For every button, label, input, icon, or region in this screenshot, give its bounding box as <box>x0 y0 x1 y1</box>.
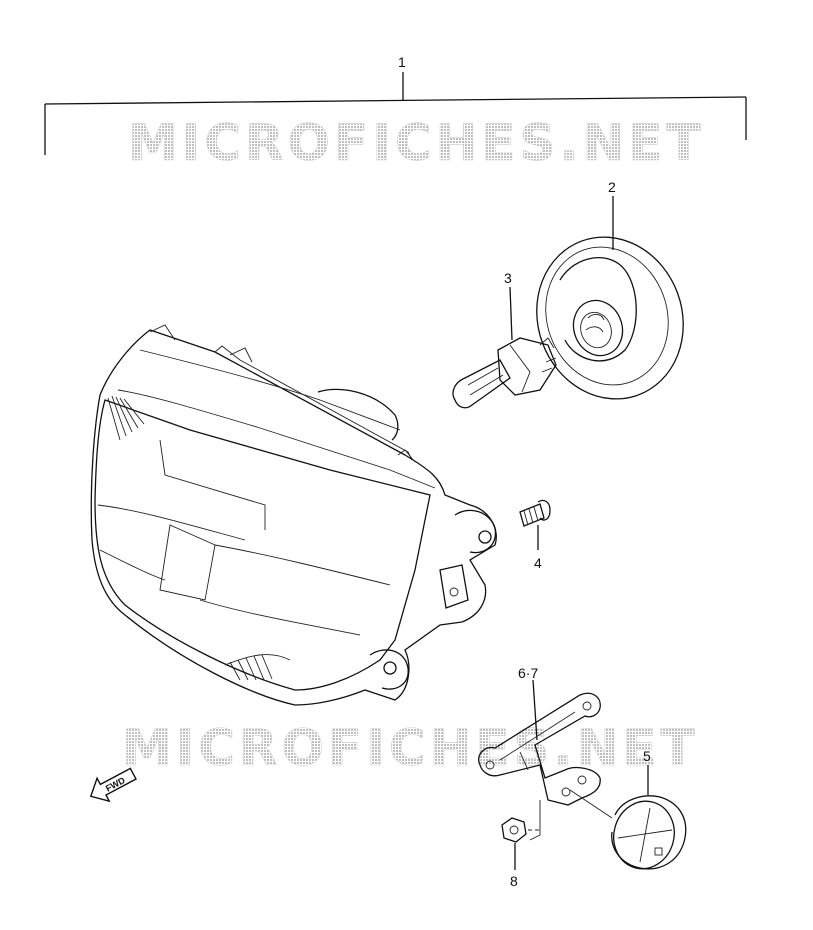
nut <box>501 817 540 870</box>
callout-2: 2 <box>608 179 616 195</box>
watermark-bottom: MICROFICHES.NET <box>122 719 699 777</box>
callout-3: 3 <box>504 270 512 286</box>
callout-6-7: 6·7 <box>518 665 538 681</box>
bulb <box>452 337 557 409</box>
cap <box>611 795 687 870</box>
watermark-top: MICROFICHES.NET <box>128 114 705 172</box>
headlight-housing <box>90 324 497 706</box>
callout-1: 1 <box>398 54 406 70</box>
assembly-bracket <box>44 72 747 155</box>
callout-8: 8 <box>510 873 518 889</box>
callout-4: 4 <box>534 555 542 571</box>
callout-5: 5 <box>643 748 651 764</box>
socket-cover <box>536 236 684 400</box>
bracket <box>478 692 601 841</box>
forward-arrow-icon: FWD <box>89 767 137 803</box>
screw <box>519 499 551 550</box>
